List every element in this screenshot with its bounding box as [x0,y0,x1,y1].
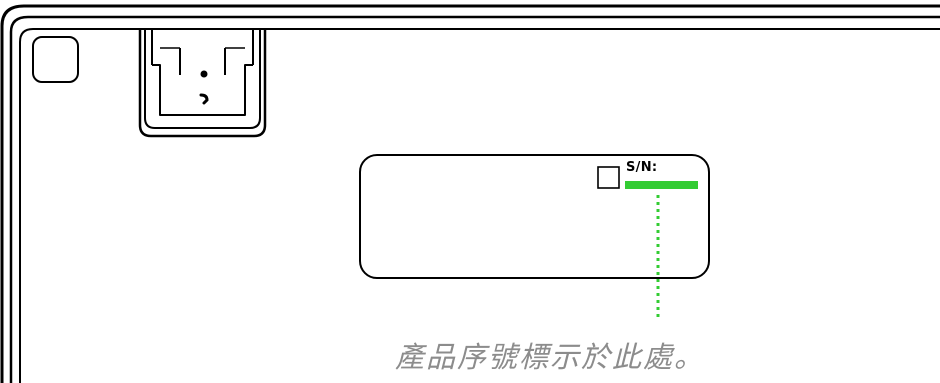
stand-hinge-dot [200,70,208,78]
serial-number-label: S/N: [626,160,658,175]
label-plate [359,154,710,279]
serial-number-highlight-bar [625,181,698,189]
keyboard-stand [138,30,267,138]
stand-hinge-hook [199,93,209,105]
keyboard-body-outline [0,4,940,383]
label-checkbox [597,166,620,189]
rubber-foot [32,36,79,83]
caption-serial-location: 產品序號標示於此處。 [395,340,706,374]
